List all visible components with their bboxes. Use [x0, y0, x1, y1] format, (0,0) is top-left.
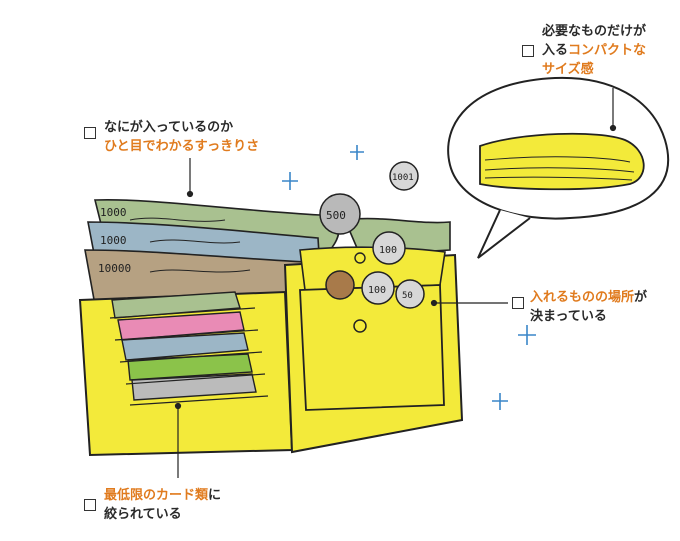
coins: 1001 500 100 100 50 [319, 161, 425, 309]
coin-label-5: 50 [402, 291, 413, 301]
checkbox-place [512, 297, 524, 309]
label-place-line2: 決まっている [530, 309, 607, 324]
label-compact: 必要なものだけが 入るコンパクトな サイズ感 [542, 22, 646, 79]
coin-label-4: 100 [379, 245, 397, 256]
label-cards-line1: 最低限のカード類に [104, 488, 222, 503]
checkbox-compact [522, 45, 534, 57]
coin-label-2: 500 [326, 209, 346, 222]
label-place: 入れるものの場所が 決まっている [530, 288, 647, 326]
label-visible-line1: なにが入っているのか [104, 120, 234, 135]
label-cards: 最低限のカード類に 絞られている [104, 486, 221, 524]
bill-denomination-3: 10000 [98, 262, 131, 275]
label-compact-line2: 入るコンパクトな [542, 43, 647, 58]
leader-lines [174, 88, 617, 478]
compact-wallet-icon [479, 132, 645, 191]
label-compact-line1: 必要なものだけが [542, 24, 647, 39]
checkbox-cards [84, 499, 96, 511]
sparkle-icons [282, 145, 536, 410]
label-visible: なにが入っているのか ひと目でわかるすっきりさ [104, 118, 259, 156]
bill-denomination-2: 1000 [100, 234, 127, 247]
label-compact-line3: サイズ感 [542, 62, 594, 77]
label-visible-line2: ひと目でわかるすっきりさ [104, 139, 260, 154]
label-cards-line2: 絞られている [104, 507, 182, 522]
coin-label-3: 100 [368, 285, 386, 296]
checkbox-visible [84, 127, 96, 139]
bill-denomination-1: 1000 [100, 206, 127, 219]
label-place-line1: 入れるものの場所が [530, 290, 648, 305]
coin-label-1: 1001 [392, 173, 414, 183]
